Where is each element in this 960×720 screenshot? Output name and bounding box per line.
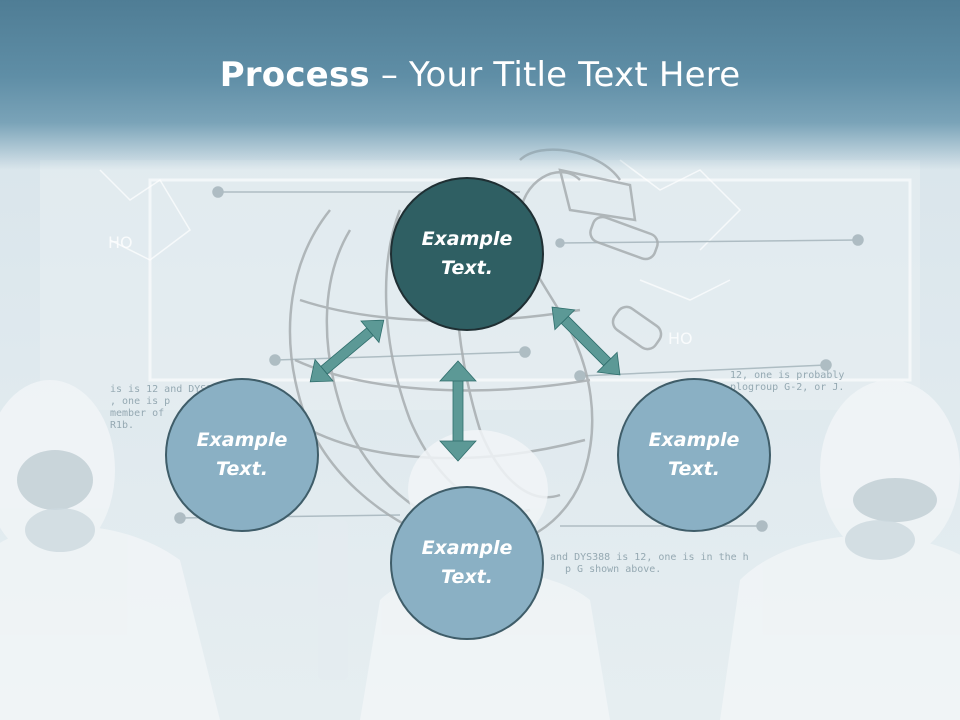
node-bottom-label: Example Text.: [421, 537, 513, 588]
arrow-right-diagonal: [551, 306, 621, 376]
title-bold: Process: [219, 55, 370, 95]
screen-text-left-4: R1b.: [110, 420, 134, 431]
process-node-bottom[interactable]: Example Text.: [390, 486, 544, 640]
node-left-label: Example Text.: [196, 429, 288, 480]
screen-text-bottom-2: p G shown above.: [565, 564, 661, 575]
process-node-right[interactable]: Example Text.: [617, 378, 771, 532]
screen-text-right-1: 12, one is probably: [730, 370, 844, 381]
screen-text-left-2: , one is p: [110, 396, 170, 407]
molecule-labels: HO HO: [108, 233, 693, 348]
arrow-left-diagonal: [309, 319, 385, 383]
process-node-left[interactable]: Example Text.: [165, 378, 319, 532]
lab-bottle: [318, 520, 348, 680]
lab-worker-faces: [17, 450, 937, 522]
screen-text-right-2: plogroup G-2, or J.: [730, 382, 844, 393]
screen-text-left-1: is is 12 and DYS39: [110, 384, 218, 395]
molecule-lines: [99, 159, 742, 301]
label-ho-left: HO: [108, 233, 133, 252]
page-title: Process – Your Title Text Here: [0, 52, 960, 98]
header-band: [0, 0, 960, 170]
process-node-top[interactable]: Example Text.: [390, 177, 544, 331]
screen-text-bottom-1: and DYS388 is 12, one is in the h: [550, 552, 749, 563]
node-right-label: Example Text.: [648, 429, 740, 480]
screen-frame: [148, 178, 912, 382]
arrow-vertical: [439, 360, 477, 462]
screen-text-left-3: member of: [110, 408, 164, 419]
title-rest: – Your Title Text Here: [369, 55, 741, 95]
node-top-label: Example Text.: [421, 228, 513, 279]
screen-text: is is 12 and DYS39 , one is p member of …: [110, 370, 844, 575]
masks: [25, 508, 915, 560]
label-ho-right: HO: [668, 329, 693, 348]
